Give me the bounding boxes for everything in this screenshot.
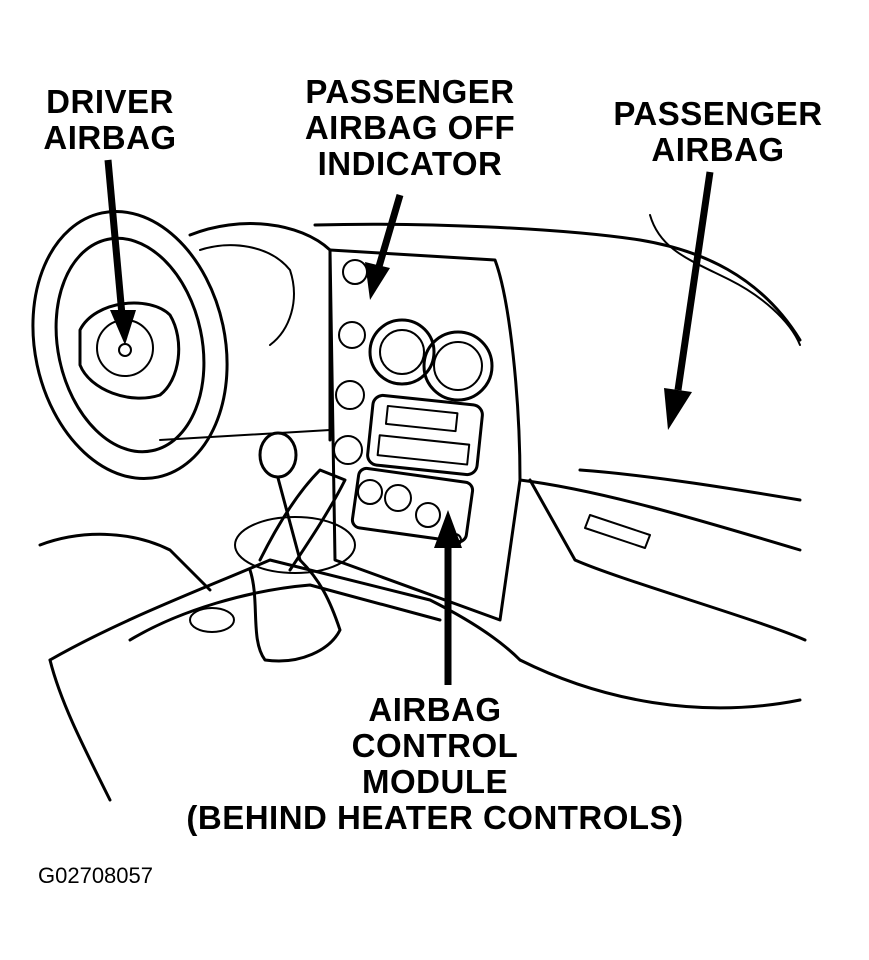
driver-airbag-line-2: AIRBAG — [43, 119, 177, 156]
driver-airbag-label: DRIVER AIRBAG — [20, 84, 200, 156]
arrow-passenger-airbag — [664, 171, 714, 430]
heater-knob-2 — [384, 484, 412, 512]
window-switch — [189, 607, 235, 633]
shift-boot — [248, 558, 342, 663]
control-module-line-4: (BEHIND HEATER CONTROLS) — [186, 799, 684, 836]
parking-brake — [258, 468, 347, 572]
steering-wheel-rim — [31, 209, 229, 481]
glove-box — [528, 478, 807, 642]
heater-knob-3 — [415, 502, 441, 528]
right-vent — [422, 330, 494, 402]
passenger-airbag-line-2: AIRBAG — [651, 131, 785, 168]
steering-wheel-inner — [54, 236, 206, 454]
passenger-off-line-2: AIRBAG OFF — [304, 109, 516, 146]
gauge-cluster — [199, 244, 295, 346]
switch-2 — [338, 321, 366, 349]
console-side — [48, 658, 112, 802]
radio-unit — [366, 393, 484, 477]
arrow-driver-airbag — [104, 159, 136, 345]
glove-box-handle — [584, 514, 651, 549]
passenger-dash-lower — [518, 478, 802, 552]
control-module-line-3: MODULE — [362, 763, 508, 800]
switch-4 — [333, 435, 363, 465]
driver-airbag-line-1: DRIVER — [46, 83, 174, 120]
control-module-label: AIRBAG CONTROL MODULE (BEHIND HEATER CON… — [150, 692, 720, 836]
figure-code: G02708057 — [38, 863, 153, 888]
heater-control-panel — [350, 466, 475, 544]
passenger-airbag-line-1: PASSENGER — [613, 95, 823, 132]
arrow-control-module — [434, 510, 462, 685]
passenger-airbag-label: PASSENGER AIRBAG — [598, 96, 838, 168]
passenger-off-line-1: PASSENGER — [305, 73, 515, 110]
instrument-hood — [188, 222, 332, 442]
dashboard-crease — [649, 214, 801, 346]
control-module-line-1: AIRBAG — [368, 691, 502, 728]
shift-knob — [258, 431, 298, 479]
passenger-off-indicator-label: PASSENGER AIRBAG OFF INDICATOR — [290, 74, 530, 182]
switch-3 — [335, 380, 365, 410]
arrow-passenger-off-indicator — [365, 194, 404, 300]
driver-seat — [38, 532, 212, 592]
dashboard-top-edge — [313, 222, 802, 342]
passenger-off-line-3: INDICATOR — [317, 145, 503, 182]
left-vent — [368, 318, 436, 386]
console-cup — [234, 516, 356, 574]
center-stack-outline — [328, 248, 522, 622]
control-module-line-2: CONTROL — [351, 727, 519, 764]
heater-knob-1 — [357, 479, 383, 505]
switch-1 — [342, 259, 368, 285]
